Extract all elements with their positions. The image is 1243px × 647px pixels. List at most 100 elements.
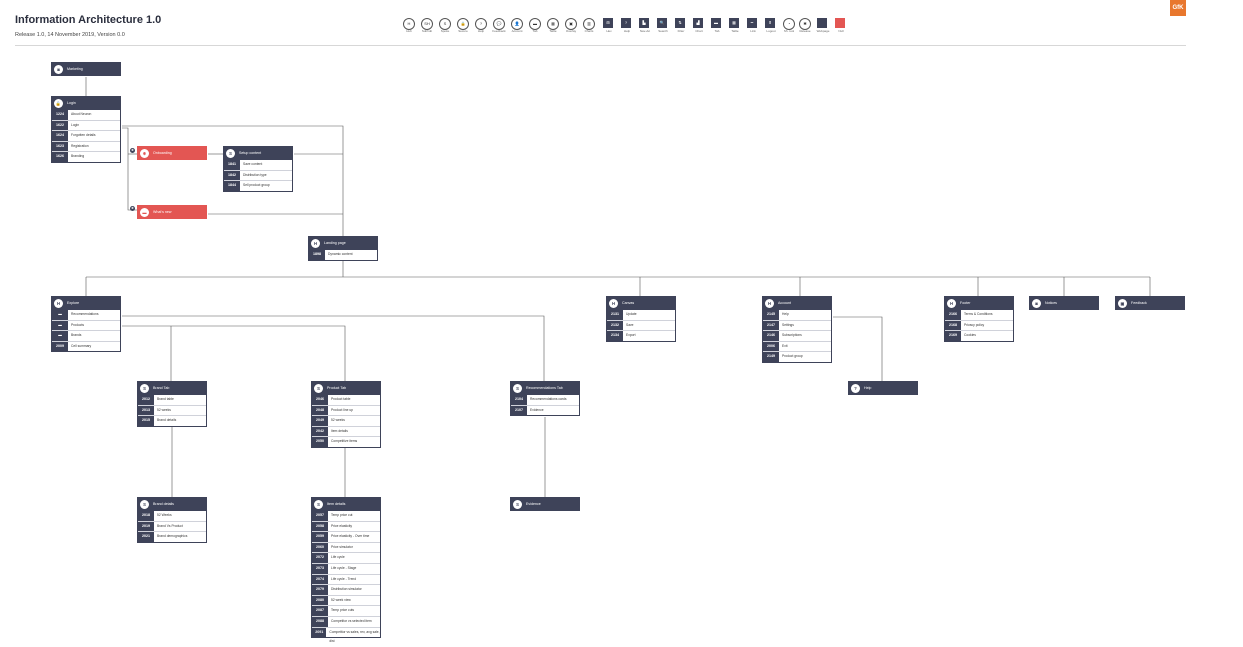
- node-row[interactable]: ▬Recommendations: [52, 310, 120, 320]
- row-label: Login: [71, 122, 80, 127]
- whatsnew-release-badge: ✱: [130, 206, 135, 211]
- legend-label: Table: [549, 29, 557, 33]
- node-notices[interactable]: ◙Notices: [1029, 296, 1099, 310]
- legend-item: ?Help: [472, 18, 490, 34]
- row-id: 1624: [52, 131, 68, 141]
- node-title: Landing page: [324, 241, 346, 245]
- legend-item: ▟Chart: [690, 18, 708, 34]
- row-id: 2131: [607, 310, 623, 320]
- legend-label: Help: [623, 29, 631, 33]
- row-label: Brand Vs Product: [157, 523, 183, 528]
- node-header: ◙Notices: [1029, 296, 1099, 310]
- node-row[interactable]: ▬Brands: [52, 330, 120, 341]
- node-title: Login: [67, 101, 76, 105]
- row-id: 2073: [312, 563, 328, 574]
- legend-item: ⊞Hex: [600, 18, 618, 34]
- node-feedback[interactable]: ▣Feedback: [1115, 296, 1185, 310]
- row-label: Dynamic content: [328, 252, 353, 256]
- row-id: 2079: [312, 585, 328, 595]
- node-onboarding[interactable]: ✱Onboarding: [137, 146, 207, 160]
- node-marketing[interactable]: ◙Marketing: [51, 62, 121, 76]
- legend-label: Chart: [695, 29, 703, 33]
- row-id: 2074: [312, 574, 328, 585]
- legend-symbol-icon: ⬆: [765, 18, 775, 28]
- row-id: 2060: [312, 542, 328, 553]
- row-label: Export: [626, 333, 636, 338]
- row-id: 2134: [607, 331, 623, 341]
- legend-label: Spoke: [440, 29, 450, 33]
- node-type-icon: H: [765, 298, 774, 308]
- node-type-icon: ◙: [54, 64, 63, 74]
- node-row[interactable]: ▬Products: [52, 319, 120, 331]
- legend-symbol-icon: 💬: [493, 18, 505, 30]
- node-whatsnew[interactable]: ▬What's new: [137, 205, 207, 219]
- node-help[interactable]: ?Help: [848, 381, 918, 395]
- legend-symbol-icon: ▦: [729, 18, 739, 28]
- legend-item: 👤Account: [508, 18, 526, 34]
